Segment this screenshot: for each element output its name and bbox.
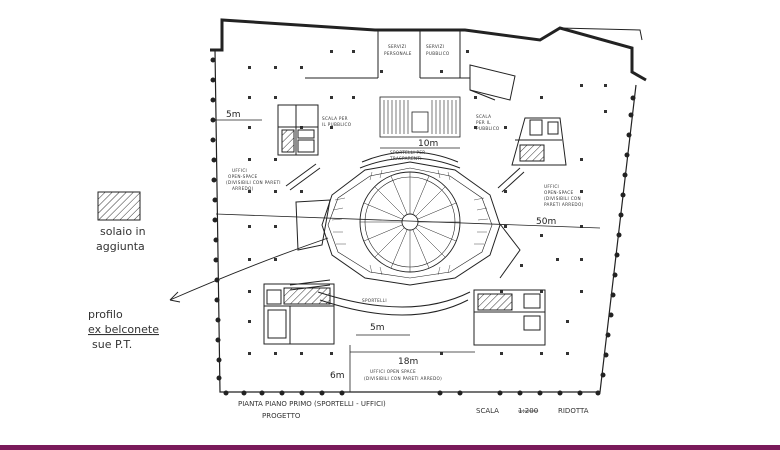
label-uffici-left-4: ARREDO) bbox=[232, 186, 254, 191]
central-stair bbox=[379, 96, 461, 138]
perimeter-columns bbox=[210, 57, 636, 396]
top-service-rooms bbox=[305, 30, 516, 101]
label-sportelli-bottom: SPORTELLI bbox=[362, 298, 387, 303]
scale-label: SCALA bbox=[476, 407, 499, 415]
dim-18m: 18m bbox=[398, 357, 418, 367]
dim-5m-left: 5m bbox=[226, 110, 241, 120]
label-scala-right-3: PUBBLICO bbox=[476, 126, 500, 131]
label-uffici-left-3: (DIVISIBILI CON PARETI bbox=[226, 180, 281, 185]
right-stair-core-top bbox=[511, 117, 567, 166]
label-scala-left-1: SCALA PER bbox=[322, 116, 348, 121]
dimension-lines bbox=[215, 119, 601, 392]
label-scala-right-1: SCALA bbox=[476, 114, 491, 119]
annotation-arrow bbox=[169, 237, 329, 303]
bottom-border-bar bbox=[0, 445, 780, 450]
dim-50m: 50m bbox=[536, 217, 556, 227]
label-uffici-left-2: OPEN-SPACE bbox=[228, 174, 257, 179]
room-labels: SERVIZI PERSONALE SERVIZI PUBBLICO SCALA… bbox=[226, 44, 584, 381]
label-uffici-bottom-2: (DIVISIBILI CON PARETI ARREDO) bbox=[364, 376, 442, 381]
central-rotunda bbox=[321, 161, 501, 286]
scale-value: 1:200 bbox=[518, 407, 538, 415]
label-sportelli-top-1: SPORTELLI PER bbox=[390, 150, 426, 155]
left-stair-core-bottom bbox=[263, 283, 335, 345]
label-uffici-right-1: UFFICI bbox=[544, 184, 559, 189]
label-uffici-right-3: (DIVISIBILI CON bbox=[544, 196, 581, 201]
label-scala-left-2: IL PUBBLICO bbox=[322, 122, 352, 127]
label-scala-right-2: PER IL bbox=[476, 120, 491, 125]
legend-line-2: aggiunta bbox=[96, 240, 145, 253]
label-servizi-pubblico-1: SERVIZI bbox=[426, 44, 444, 49]
profile-annotation: profilo ex belconete sue P.T. bbox=[88, 308, 159, 351]
title-block: PIANTA PIANO PRIMO (SPORTELLI - UFFICI) … bbox=[238, 400, 589, 420]
annotation-line-3: sue P.T. bbox=[92, 338, 132, 351]
drawing-subtitle: PROGETTO bbox=[262, 412, 301, 420]
label-uffici-bottom-1: UFFICI OPEN SPACE bbox=[370, 369, 416, 374]
label-uffici-left-1: UFFICI bbox=[232, 168, 247, 173]
legend-text: solaio in aggiunta bbox=[96, 225, 146, 253]
label-servizi-personale-1: SERVIZI bbox=[388, 44, 406, 49]
label-servizi-pubblico-2: PUBBLICO bbox=[426, 51, 450, 56]
drawing-title: PIANTA PIANO PRIMO (SPORTELLI - UFFICI) bbox=[238, 400, 386, 408]
dimension-labels: 5m 10m 50m 5m 18m 6m bbox=[226, 110, 556, 381]
scale-note: RIDOTTA bbox=[558, 407, 589, 415]
legend-line-1: solaio in bbox=[100, 225, 146, 238]
left-stair-core-top bbox=[277, 104, 319, 156]
annotation-line-1: profilo bbox=[88, 308, 123, 321]
label-servizi-personale-2: PERSONALE bbox=[384, 51, 412, 56]
annotation-line-2: ex belconete bbox=[88, 323, 159, 336]
label-uffici-right-2: OPEN-SPACE bbox=[544, 190, 573, 195]
label-sportelli-top-2: TRASPARENTI bbox=[389, 156, 422, 161]
outer-walls bbox=[210, 18, 647, 393]
dim-5m-bottom: 5m bbox=[370, 323, 385, 333]
right-stair-core-bottom bbox=[473, 289, 546, 346]
label-uffici-right-4: PARETI ARREDO) bbox=[544, 202, 584, 207]
dim-10m: 10m bbox=[418, 139, 438, 149]
legend-hatch-swatch bbox=[97, 191, 141, 221]
dim-6m: 6m bbox=[330, 371, 345, 381]
